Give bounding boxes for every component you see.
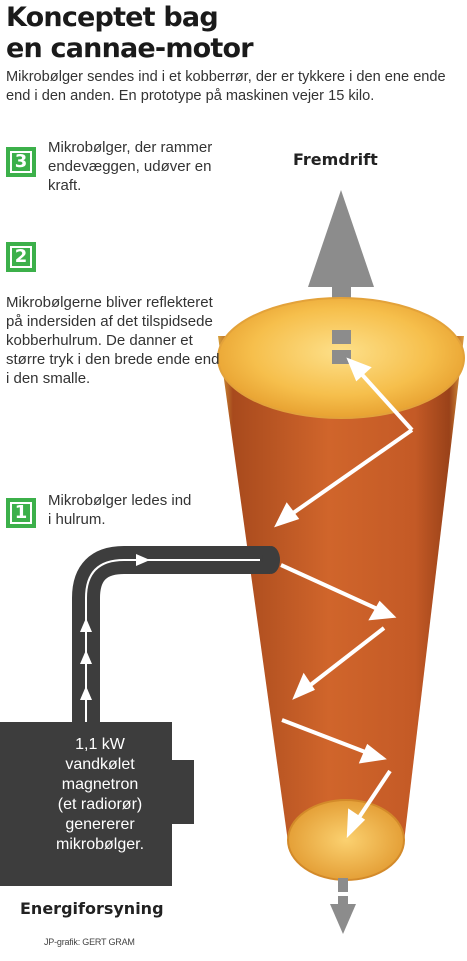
step-3-text: Mikrobølger, der rammer endevæggen, udøv… [48, 139, 213, 194]
step-2-text: Mikrobølgerne bliver reflekteret på inde… [6, 294, 220, 387]
thrust-arrow-shaft-on-cap [332, 330, 351, 344]
step-1-badge: 1 [6, 498, 36, 528]
thrust-arrow [308, 190, 374, 309]
waveguide [72, 546, 280, 728]
magnetron-line-4: (et radiorør) [57, 796, 143, 813]
reflection-arrows [274, 357, 414, 839]
magnetron-line-6: mikrobølger. [55, 836, 145, 853]
magnetron-line-5: genererer [65, 816, 135, 833]
waveguide-arrows [80, 554, 150, 700]
bottom-arrow [330, 878, 356, 934]
step-2-number: 2 [10, 246, 32, 268]
credit-line: JP-grafik: GERT GRAM [44, 937, 135, 947]
energy-label: Energiforsyning [20, 899, 164, 918]
magnetron-line-2: vandkølet [65, 756, 135, 773]
title-line-2: en cannae-motor [6, 33, 254, 64]
thrust-label: Fremdrift [293, 150, 378, 169]
step-3-badge: 3 [6, 147, 36, 177]
step-3-number: 3 [10, 151, 32, 173]
copper-cone [218, 336, 464, 842]
intro-text: Mikrobølger sendes ind i et kobberrør, d… [6, 69, 446, 104]
magnetron-line-3: magnetron [61, 776, 139, 793]
page-title: Konceptet bag en cannae-motor [6, 2, 306, 64]
step-1-text: Mikrobølger ledes ind i hulrum. [48, 492, 192, 528]
magnetron-block [0, 722, 194, 886]
magnetron-description: 1,1 kW vandkølet magnetron (et radiorør)… [30, 735, 170, 855]
magnetron-line-1: 1,1 kW [75, 736, 125, 753]
step-2-badge: 2 [6, 242, 36, 272]
cone-bottom [287, 799, 405, 881]
step-1-number: 1 [10, 502, 32, 524]
title-line-1: Konceptet bag [6, 2, 219, 33]
